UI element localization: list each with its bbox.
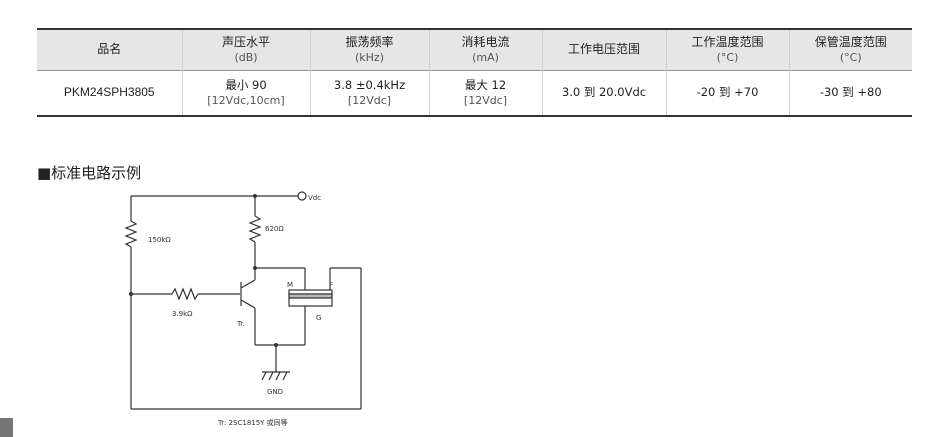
m-label: M	[287, 281, 293, 289]
ground-symbol	[268, 371, 274, 381]
transistor-label: Tr.	[236, 320, 245, 328]
header-label: 工作温度范围	[691, 34, 764, 49]
junction-dot	[253, 194, 257, 198]
header-part-name: 品名	[37, 29, 183, 70]
piezo-electrode-g	[288, 297, 333, 307]
cell-condition: [12Vdc,10cm]	[207, 93, 285, 107]
cell-condition: [12Vdc]	[347, 93, 392, 107]
vdc-terminal	[297, 191, 307, 201]
header-unit: (°C)	[839, 50, 862, 64]
cell-condition: [12Vdc]	[463, 93, 508, 107]
resistor-3k9	[171, 287, 199, 301]
cell-value: 最大 12	[464, 77, 507, 92]
header-voltage-range: 工作电压范围	[542, 29, 667, 70]
cell-value: 3.8 ±0.4kHz	[333, 77, 406, 92]
resistor-150k	[124, 220, 138, 248]
r3-label: 3.9kΩ	[172, 310, 193, 318]
cell-sound-pressure: 最小 90 [12Vdc,10cm]	[182, 70, 311, 116]
ground-symbol	[275, 371, 281, 381]
cell-storage-temp: -30 到 +80	[819, 85, 882, 100]
header-unit: (mA)	[472, 50, 499, 64]
header-label: 工作电压范围	[567, 42, 640, 57]
header-label: 保管温度范围	[814, 34, 887, 49]
header-label: 消耗电流	[461, 34, 510, 49]
cell-current: 最大 12 [12Vdc]	[429, 70, 543, 116]
cell-value: 最小 90	[225, 77, 267, 92]
gnd-label: GND	[267, 388, 283, 396]
ground-symbol	[261, 371, 267, 381]
junction-dot	[253, 266, 257, 270]
header-unit: (kHz)	[355, 50, 384, 64]
vdc-label: Vdc	[308, 194, 321, 202]
g-label: G	[316, 314, 321, 322]
table-row: PKM24SPH3805 最小 90 [12Vdc,10cm] 3.8 ±0.4…	[37, 70, 912, 116]
junction-dot	[274, 343, 278, 347]
header-sound-pressure: 声压水平 (dB)	[182, 29, 311, 70]
cell-voltage-range: 3.0 到 20.0Vdc	[542, 70, 667, 116]
page-corner-marker	[0, 418, 13, 437]
junction-dot	[129, 292, 133, 296]
transistor-collector	[240, 279, 256, 289]
piezo-plate	[288, 293, 333, 299]
cell-frequency: 3.8 ±0.4kHz [12Vdc]	[310, 70, 430, 116]
r1-label: 150kΩ	[148, 236, 171, 244]
ground-symbol	[282, 371, 288, 381]
header-frequency: 振荡频率 (kHz)	[310, 29, 430, 70]
f-label: F	[329, 281, 333, 289]
header-storage-temp: 保管温度范围 (°C)	[789, 29, 912, 70]
section-title: ■标准电路示例	[37, 164, 142, 182]
circuit-caption: Tr: 2SC1815Y 或同等	[217, 418, 288, 427]
header-current: 消耗电流 (mA)	[429, 29, 543, 70]
header-operating-temp: 工作温度范围 (°C)	[666, 29, 790, 70]
header-unit: (dB)	[234, 50, 258, 64]
header-label: 声压水平	[221, 34, 270, 49]
resistor-620	[248, 215, 262, 243]
header-unit: (°C)	[716, 50, 739, 64]
header-label: 品名	[97, 42, 122, 57]
spec-table: 品名 声压水平 (dB) 振荡频率 (kHz) 消耗电流 (mA) 工作电压范围…	[37, 28, 912, 117]
transistor-emitter	[240, 299, 256, 309]
piezo-electrode-m	[288, 289, 333, 295]
r2-label: 620Ω	[265, 225, 284, 233]
cell-operating-temp: -20 到 +70	[666, 70, 790, 116]
header-label: 振荡频率	[345, 34, 394, 49]
cell-part-number: PKM24SPH3805	[37, 70, 183, 116]
table-header-row: 品名 声压水平 (dB) 振荡频率 (kHz) 消耗电流 (mA) 工作电压范围…	[37, 29, 912, 70]
